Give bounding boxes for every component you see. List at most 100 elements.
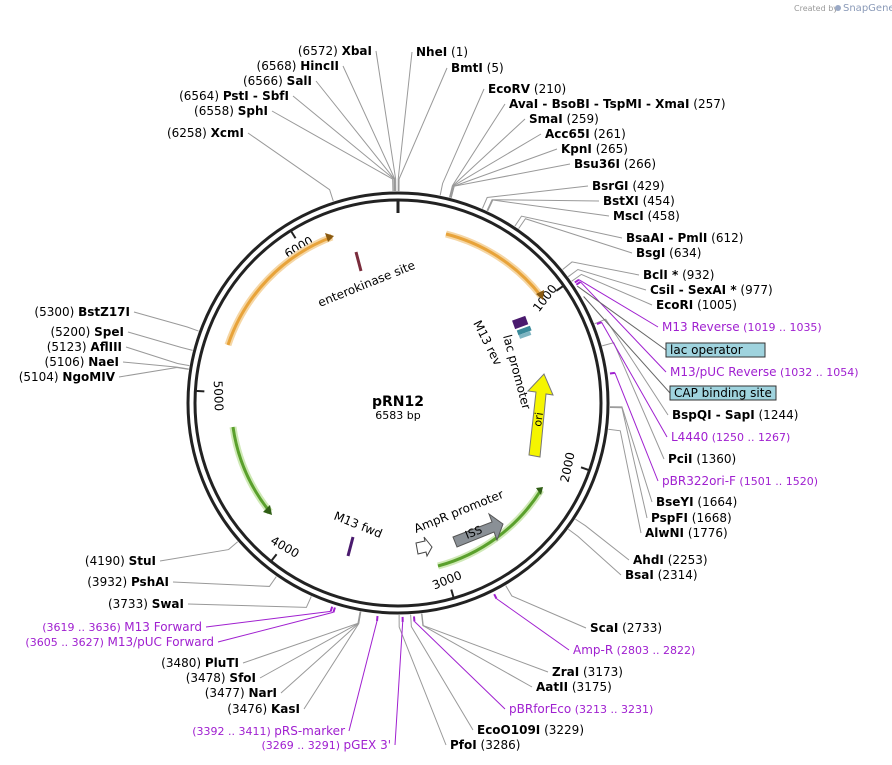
tick-mark <box>580 466 590 472</box>
enzyme-leader-line <box>568 528 622 576</box>
enzyme-leader-line <box>280 611 362 694</box>
enzyme-leader-line <box>122 361 189 370</box>
enzyme-leader-line <box>398 67 448 192</box>
boxed-feature-box <box>665 342 766 358</box>
enzyme-label: (3932) PshAI <box>87 575 169 589</box>
enzyme-label: AvaI - BsoBI - TspMI - XmaI (257) <box>509 97 726 111</box>
primer-site-mark <box>574 278 580 284</box>
credit-text: Created by <box>794 4 838 13</box>
enzyme-label: BsrGI (429) <box>592 179 665 193</box>
primer-label: (3619 .. 3636) M13 Forward <box>42 620 202 634</box>
enzyme-leader-line <box>398 614 447 746</box>
enzyme-label: (3480) PluTI <box>161 656 239 670</box>
enzyme-leader-line <box>242 611 361 664</box>
plasmid-length: 6583 bp <box>375 409 420 422</box>
tick-label: 5000 <box>211 380 226 411</box>
enzyme-label: (6572) XbaI <box>298 44 372 58</box>
lac-promoter-label: lac promoter <box>500 333 533 411</box>
enzyme-label: (3477) NarI <box>205 686 277 700</box>
enzyme-label: BspQI - SapI (1244) <box>672 408 798 422</box>
enzyme-leader-line <box>486 199 600 211</box>
m13-fwd-marker <box>346 536 355 557</box>
primer-leader-line <box>601 321 668 438</box>
primer-label: M13/pUC Reverse (1032 .. 1054) <box>670 365 859 379</box>
orange-arc-right-head <box>536 290 544 300</box>
boxed-feature-leader <box>583 296 671 394</box>
enzyme-leader-line <box>439 88 485 196</box>
primer-site-mark <box>609 371 616 375</box>
enzyme-leader-line <box>375 50 397 192</box>
enterokinase-marker <box>354 251 363 272</box>
ori-arrow <box>526 373 554 458</box>
enzyme-leader-line <box>127 331 193 351</box>
enzyme-label: KpnI (265) <box>561 142 628 156</box>
enzyme-leader-line <box>271 110 394 192</box>
enzyme-leader-line <box>159 541 238 562</box>
enzyme-leader-line <box>575 518 630 561</box>
orange-arc-left-head <box>325 233 334 242</box>
lac-operator-marker <box>518 331 532 339</box>
boxed-feature-label: lac operator <box>670 343 743 357</box>
orange-arc-left-glow <box>224 233 334 347</box>
ori-label: ori <box>531 411 546 427</box>
primer-label: (3269 .. 3291) pGEX 3' <box>261 738 391 752</box>
enzyme-label: (3476) KasI <box>227 702 300 716</box>
iss-arrow <box>452 512 504 548</box>
primer-label: pBRforEco (3213 .. 3231) <box>509 702 653 716</box>
enzyme-leader-line <box>505 585 587 629</box>
enzyme-leader-line <box>187 596 312 608</box>
enzyme-label: (5104) NgoMIV <box>19 370 116 384</box>
primer-leader-line <box>614 372 659 482</box>
primer-label: Amp-R (2803 .. 2822) <box>573 643 695 657</box>
enzyme-label: (6568) HincII <box>257 59 339 73</box>
enzyme-leader-line <box>125 346 190 367</box>
enzyme-leader-line <box>608 428 642 534</box>
enzyme-label: BstXI (454) <box>603 194 675 208</box>
enzyme-label: AlwNI (1776) <box>645 526 728 540</box>
orange-arc-right-glow <box>445 230 544 299</box>
enzyme-leader-line <box>172 576 277 587</box>
m13-rev-label: M13 rev <box>470 318 505 368</box>
enzyme-label: (3733) SwaI <box>108 597 184 611</box>
enzyme-label: (6566) SalI <box>243 74 312 88</box>
enzyme-leader-line <box>571 273 653 306</box>
enzyme-label: ZraI (3173) <box>552 665 623 679</box>
primer-site-mark <box>575 281 582 286</box>
boxed-feature-box <box>669 385 777 401</box>
enzyme-leader-line <box>450 163 571 198</box>
enzyme-label: (4190) StuI <box>85 554 156 568</box>
enzyme-label: EcoO109I (3229) <box>477 723 584 737</box>
ampr-promoter-arrow <box>415 536 433 558</box>
primer-label: (3392 .. 3411) pRS-marker <box>192 724 345 738</box>
enzyme-label: BmtI (5) <box>451 61 504 75</box>
feature-labels: enterokinase site M13 rev lac promoter o… <box>316 258 546 542</box>
enzyme-label: Bsu36I (266) <box>574 157 656 171</box>
enzyme-labels: (6572) XbaI(6568) HincII(6566) SalI(6564… <box>19 44 799 752</box>
enzyme-label: BseYI (1664) <box>656 495 737 509</box>
enzyme-leader-line <box>421 613 549 673</box>
boxed-feature-leader <box>576 285 667 351</box>
enzyme-leader-line <box>487 199 610 217</box>
enzyme-leader-line <box>118 366 189 378</box>
orange-arc-left <box>226 235 333 346</box>
primer-labels: M13 Reverse (1019 .. 1035)M13/pUC Revers… <box>25 320 858 752</box>
enzyme-leader-line <box>133 311 199 332</box>
enzyme-label: MscI (458) <box>613 209 680 223</box>
enzyme-label: (5300) BstZ17I <box>34 305 130 319</box>
enzyme-label: BclI * (932) <box>643 268 714 282</box>
enzyme-label: BsaAI - PmlI (612) <box>626 231 743 245</box>
enzyme-leader-line <box>397 51 413 192</box>
enzyme-leader-line <box>449 133 542 198</box>
enzyme-label: CsiI - SexAI * (977) <box>650 283 773 297</box>
primer-leader-line <box>348 620 378 732</box>
orange-arc-right <box>445 232 543 297</box>
iss-label: ISS <box>463 523 484 542</box>
tick-label: 2000 <box>558 451 578 484</box>
enzyme-label: (6564) PstI - SbfI <box>179 89 289 103</box>
enzyme-label: Acc65I (261) <box>545 127 626 141</box>
green-arc-left-head <box>263 505 272 515</box>
enzyme-label: AhdI (2253) <box>633 553 708 567</box>
primer-leader-line <box>578 279 659 328</box>
enzyme-label: (3478) SfoI <box>186 671 256 685</box>
